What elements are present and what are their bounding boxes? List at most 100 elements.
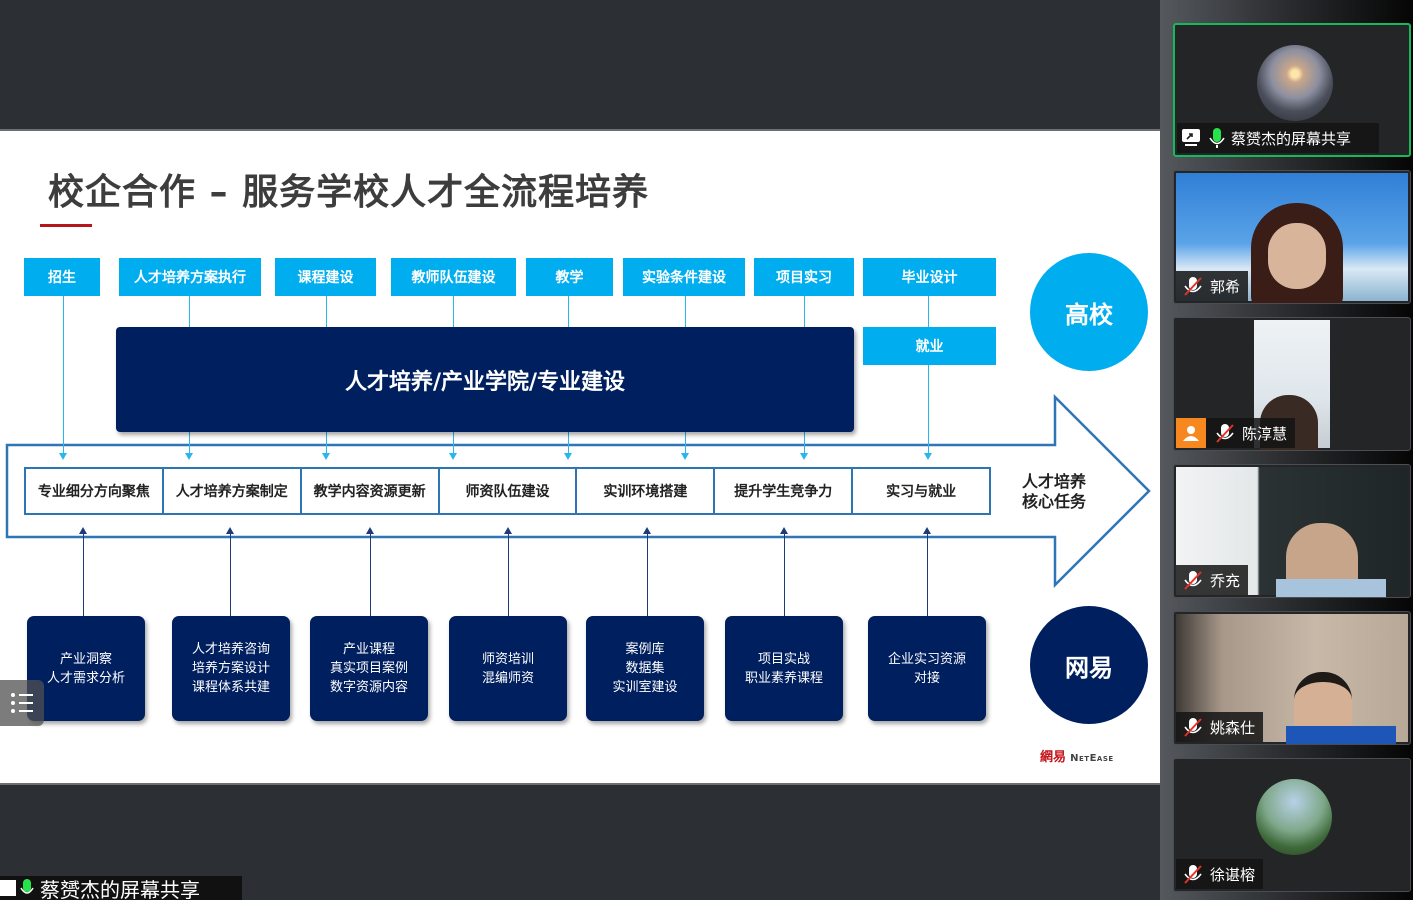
service-line: 职业素养课程 — [744, 670, 823, 686]
service-line: 企业实习资源 — [887, 651, 966, 667]
service-line: 数据集 — [625, 661, 665, 676]
top-task-box: 人才培养方案执行 — [119, 258, 261, 296]
mic-active-icon — [1209, 128, 1225, 148]
core-tasks-label: 人才培养 核心任务 — [1022, 472, 1086, 512]
mic-muted-icon — [1216, 424, 1234, 443]
participant-name: 姚森仕 — [1210, 718, 1256, 737]
presentation-slide: 校企合作 – 服务学校人才全流程培养 招生 人才培养方案执行 课程建设 教师队伍… — [0, 129, 1160, 785]
core-task-cell: 提升学生竞争力 — [715, 469, 854, 513]
participant-name: 陈淳慧 — [1242, 424, 1288, 443]
service-line: 实训室建设 — [612, 680, 678, 695]
participant-tile[interactable]: 徐谌榕 — [1173, 758, 1411, 892]
top-task-box: 教师队伍建设 — [391, 258, 516, 296]
arrow-down-icon — [924, 453, 932, 460]
arrow-up-icon — [79, 527, 87, 534]
service-line: 真实项目案例 — [329, 661, 408, 676]
employment-box: 就业 — [863, 327, 996, 365]
school-circle: 高校 — [1030, 253, 1148, 371]
participant-avatar — [1257, 45, 1333, 121]
core-task-cell: 实训环境搭建 — [577, 469, 716, 513]
top-task-box: 教学 — [526, 258, 613, 296]
top-task-box: 招生 — [24, 258, 100, 296]
arrow-down-icon — [185, 453, 193, 460]
core-task-cell: 教学内容资源更新 — [302, 469, 440, 513]
mic-muted-icon — [1184, 865, 1202, 884]
connector-line — [784, 530, 785, 616]
service-box: 产业课程 真实项目案例 数字资源内容 — [310, 616, 428, 721]
mic-active-icon — [20, 879, 34, 894]
core-label-line: 人才培养 — [1022, 472, 1087, 491]
core-task-cell: 师资队伍建设 — [440, 469, 578, 513]
participant-name: 徐谌榕 — [1210, 865, 1256, 884]
arrow-up-icon — [366, 527, 374, 534]
arrow-up-icon — [226, 527, 234, 534]
arrow-down-icon — [681, 453, 689, 460]
host-badge-icon — [1176, 418, 1206, 448]
service-line: 对接 — [913, 670, 940, 686]
mic-muted-icon — [1184, 571, 1202, 590]
top-task-box: 毕业设计 — [863, 258, 996, 296]
service-box: 产业洞察 人才需求分析 — [27, 616, 145, 721]
arrow-down-icon — [449, 453, 457, 460]
arrow-up-icon — [643, 527, 651, 534]
participant-tile[interactable]: 郭希 — [1173, 170, 1411, 304]
arrow-up-icon — [780, 527, 788, 534]
arrow-down-icon — [59, 453, 67, 460]
service-line: 人才需求分析 — [46, 670, 125, 686]
connector-line — [927, 530, 928, 616]
screen-share-icon — [0, 880, 16, 896]
core-task-cell: 人才培养方案制定 — [164, 469, 302, 513]
list-icon — [11, 693, 33, 713]
video-shirt — [1286, 726, 1396, 744]
logo-english: NetEase — [1070, 753, 1114, 764]
service-box: 项目实战 职业素养课程 — [725, 616, 843, 721]
connector-line — [63, 296, 64, 456]
arrow-down-icon — [564, 453, 572, 460]
arrow-down-icon — [800, 453, 808, 460]
service-line: 混编师资 — [481, 670, 534, 686]
service-line: 课程体系共建 — [191, 680, 270, 695]
participant-tile[interactable]: 蔡赟杰的屏幕共享 — [1173, 23, 1411, 157]
core-tasks-table: 专业细分方向聚焦 人才培养方案制定 教学内容资源更新 师资队伍建设 实训环境搭建… — [24, 467, 991, 515]
mic-muted-icon — [1184, 277, 1202, 296]
connector-line — [230, 530, 231, 616]
core-task-cell: 实习与就业 — [886, 484, 957, 500]
service-line: 师资培训 — [481, 651, 534, 667]
participant-tile[interactable]: 姚森仕 — [1173, 611, 1411, 745]
top-task-box: 实验条件建设 — [623, 258, 745, 296]
video-face — [1268, 223, 1326, 289]
title-accent-line — [40, 224, 92, 227]
logo-chinese: 網易 — [1040, 750, 1067, 765]
service-box: 案例库 数据集 实训室建设 — [586, 616, 704, 721]
connector-line — [83, 530, 84, 616]
shared-screen-area: 校企合作 – 服务学校人才全流程培养 招生 人才培养方案执行 课程建设 教师队伍… — [0, 129, 1160, 900]
arrow-up-icon — [923, 527, 931, 534]
core-task-cell: 专业细分方向聚焦 — [26, 469, 164, 513]
netease-logo: 網易 NetEase — [1040, 746, 1114, 765]
participant-name-bar: 徐谌榕 — [1176, 859, 1264, 889]
top-task-box: 项目实习 — [754, 258, 854, 296]
participant-name-bar: 陈淳慧 — [1176, 418, 1296, 448]
video-shirt — [1276, 579, 1386, 597]
connector-line — [928, 365, 929, 456]
screen-share-name: 蔡赟杰的屏幕共享 — [40, 877, 200, 900]
mic-muted-icon — [1184, 718, 1202, 737]
connector-line — [370, 530, 371, 616]
slide-title: 校企合作 – 服务学校人才全流程培养 — [48, 172, 650, 213]
participant-tile[interactable]: 陈淳慧 — [1173, 317, 1411, 451]
service-line: 案例库 — [625, 642, 665, 657]
connector-line — [508, 530, 509, 616]
participant-name: 蔡赟杰的屏幕共享 — [1231, 129, 1352, 148]
service-box: 师资培训 混编师资 — [449, 616, 567, 721]
screen-share-label: 蔡赟杰的屏幕共享 — [0, 876, 242, 900]
participant-video — [1176, 173, 1408, 303]
top-task-box: 课程建设 — [275, 258, 376, 296]
service-line: 产业洞察 — [59, 651, 112, 667]
participant-name-bar: 郭希 — [1176, 271, 1249, 301]
arrow-up-icon — [504, 527, 512, 534]
participant-tile[interactable]: 乔充 — [1173, 464, 1411, 598]
list-menu-button[interactable] — [0, 680, 44, 726]
participant-name: 乔充 — [1210, 571, 1241, 590]
core-label-line: 核心任务 — [1022, 492, 1087, 511]
participant-name-bar: 蔡赟杰的屏幕共享 — [1177, 123, 1379, 153]
